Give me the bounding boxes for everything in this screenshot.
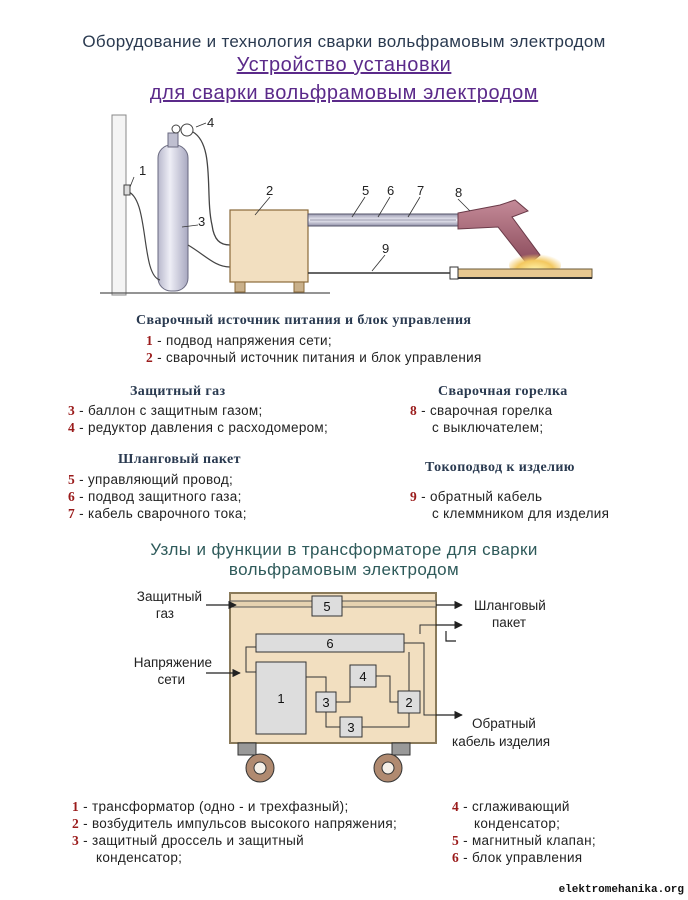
legend-item: 4 - редуктор давления с расходомером; <box>68 420 329 435</box>
legend-item: 5 - магнитный клапан; <box>452 833 596 848</box>
label-mains-voltage-2: сети <box>157 672 185 687</box>
group-current-title: Токоподвод к изделию <box>425 460 575 475</box>
block-1 <box>255 661 307 735</box>
gas-hose <box>192 131 231 246</box>
legend-item: 2 - сварочный источник питания и блок уп… <box>146 350 482 365</box>
mains-cable <box>125 190 161 281</box>
legend-item: 4 - сглаживающий <box>452 799 570 814</box>
group-power-title: Сварочный источник питания и блок управл… <box>136 313 472 328</box>
figure1-title-line2: для сварки вольфрамовым электродом <box>149 82 539 104</box>
figure1-label-1: 1 <box>139 163 146 178</box>
figure1-label-9: 9 <box>382 241 389 256</box>
workpiece <box>451 268 593 279</box>
label-hose-package-2: пакет <box>492 615 526 630</box>
legend-item: 3 - защитный дроссель и защитный <box>72 833 304 848</box>
figure1-title-line1: Устройство установки <box>236 54 452 76</box>
svg-text:6: 6 <box>326 636 333 651</box>
legend-item: 6 - блок управления <box>452 850 583 865</box>
figure1-label-5: 5 <box>362 183 369 198</box>
legend-item: 1 - трансформатор (одно - и трехфазный); <box>72 799 349 814</box>
svg-text:1: 1 <box>277 691 284 706</box>
legend-item: 8 - сварочная горелка <box>410 403 553 418</box>
tig-setup-diagram: 1 2 3 4 5 6 7 8 9 <box>100 114 593 296</box>
svg-text:4: 4 <box>359 669 366 684</box>
pressure-reducer <box>180 123 194 137</box>
internal-wiring <box>245 624 436 728</box>
legend-item: 7 - кабель сварочного тока; <box>68 506 247 521</box>
group-torch-title: Сварочная горелка <box>438 384 568 399</box>
welding-torch <box>457 199 541 266</box>
svg-text:2: 2 <box>405 695 412 710</box>
figure1-label-6: 6 <box>387 183 394 198</box>
legend-item: с клеммником для изделия <box>432 506 610 521</box>
watermark: elektromehanika.org <box>558 884 684 896</box>
legend-item: конденсатор; <box>96 850 183 865</box>
figure1-label-4: 4 <box>207 115 214 130</box>
svg-text:3: 3 <box>322 695 329 710</box>
figure1-label-7: 7 <box>417 183 424 198</box>
block-5 <box>311 595 343 617</box>
power-source-box <box>229 209 309 283</box>
figure1-label-2: 2 <box>266 183 273 198</box>
legend-item: 2 - возбудитель импульсов высокого напря… <box>72 816 397 831</box>
label-hose-package-1: Шланговый <box>474 598 546 613</box>
group-gas-title: Защитный газ <box>130 384 226 399</box>
svg-text:3: 3 <box>347 720 354 735</box>
label-shielding-gas-1: Защитный <box>137 589 202 604</box>
figure1-label-3: 3 <box>198 214 205 229</box>
svg-text:5: 5 <box>323 599 330 614</box>
wall <box>111 114 127 296</box>
label-return-cable-1: Обратный <box>472 716 536 731</box>
legend-item: 3 - баллон с защитным газом; <box>68 403 263 418</box>
transformer-block-diagram: 5 6 1 3 3 4 2 Защитный газ Напряжение се… <box>134 589 550 783</box>
figure2-title-line2: вольфрамовым электродом <box>228 560 460 579</box>
legend-item: 6 - подвод защитного газа; <box>68 489 242 504</box>
figure1-label-8: 8 <box>455 185 462 200</box>
gas-cylinder <box>157 144 189 292</box>
page-title: Оборудование и технология сварки вольфра… <box>82 32 606 51</box>
label-shielding-gas-2: газ <box>156 606 174 621</box>
legend-item: 5 - управляющий провод; <box>68 472 234 487</box>
legend-item: 9 - обратный кабель <box>410 489 543 504</box>
figure2-title-line1: Узлы и функции в трансформаторе для свар… <box>150 540 538 559</box>
legend-item: с выключателем; <box>432 420 544 435</box>
label-mains-voltage-1: Напряжение <box>134 655 212 670</box>
legend-item: конденсатор; <box>474 816 561 831</box>
label-return-cable-2: кабель изделия <box>452 734 550 749</box>
cylinder-valve <box>167 132 179 148</box>
group-hose-title: Шланговый пакет <box>118 452 241 467</box>
legend-item: 1 - подвод напряжения сети; <box>146 333 332 348</box>
